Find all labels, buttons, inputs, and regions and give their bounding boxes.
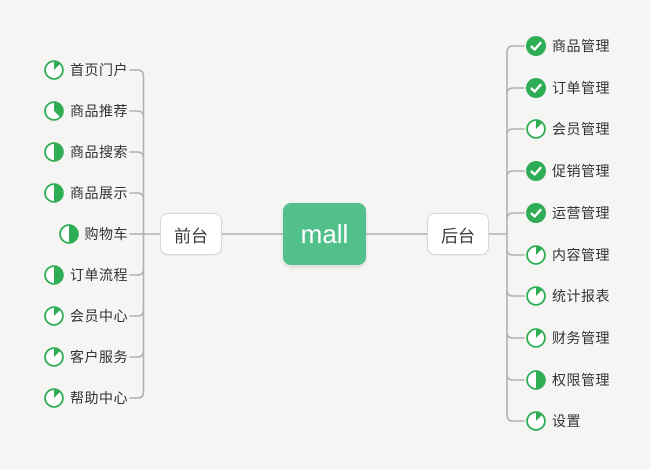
progress-pie-icon[interactable] — [526, 370, 546, 390]
topic-label: 财务管理 — [552, 330, 610, 346]
topic-row-left-1[interactable]: 商品推荐 — [44, 100, 128, 122]
topic-label: 内容管理 — [552, 247, 610, 263]
topic-row-left-5[interactable]: 订单流程 — [44, 264, 128, 286]
root-node-mall[interactable]: mall — [283, 203, 366, 265]
topic-label: 帮助中心 — [70, 390, 128, 406]
branch-node-frontend[interactable]: 前台 — [160, 213, 222, 255]
topic-label: 商品搜索 — [70, 144, 128, 160]
progress-pie-icon[interactable] — [44, 388, 64, 408]
branch-node-frontend-label: 前台 — [174, 226, 208, 246]
topic-label: 商品展示 — [70, 185, 128, 201]
topic-label: 统计报表 — [552, 288, 610, 304]
progress-pie-icon[interactable] — [526, 411, 546, 431]
topic-label: 运营管理 — [552, 205, 610, 221]
topic-row-right-3[interactable]: 促销管理 — [526, 160, 610, 182]
topic-row-left-0[interactable]: 首页门户 — [44, 59, 128, 81]
progress-pie-icon[interactable] — [44, 347, 64, 367]
topic-row-right-9[interactable]: 设置 — [526, 410, 581, 432]
topic-row-right-6[interactable]: 统计报表 — [526, 285, 610, 307]
topic-row-right-0[interactable]: 商品管理 — [526, 35, 610, 57]
topic-label: 购物车 — [84, 226, 128, 242]
topic-label: 订单流程 — [70, 267, 128, 283]
topic-label: 订单管理 — [552, 80, 610, 96]
topic-row-left-2[interactable]: 商品搜索 — [44, 141, 128, 163]
topic-row-right-7[interactable]: 财务管理 — [526, 327, 610, 349]
branch-node-backend-label: 后台 — [441, 226, 475, 246]
topic-row-left-3[interactable]: 商品展示 — [44, 182, 128, 204]
topic-label: 客户服务 — [70, 349, 128, 365]
topic-label: 会员中心 — [70, 308, 128, 324]
progress-pie-icon[interactable] — [44, 60, 64, 80]
topic-row-left-7[interactable]: 客户服务 — [44, 346, 128, 368]
topic-row-left-8[interactable]: 帮助中心 — [44, 387, 128, 409]
topic-label: 设置 — [552, 413, 581, 429]
check-icon[interactable] — [526, 36, 546, 56]
progress-pie-icon[interactable] — [44, 101, 64, 121]
topic-row-left-6[interactable]: 会员中心 — [44, 305, 128, 327]
progress-pie-icon[interactable] — [44, 142, 64, 162]
topic-row-right-4[interactable]: 运营管理 — [526, 202, 610, 224]
progress-pie-icon[interactable] — [44, 306, 64, 326]
check-icon[interactable] — [526, 78, 546, 98]
progress-pie-icon[interactable] — [526, 245, 546, 265]
topic-label: 商品推荐 — [70, 103, 128, 119]
topic-row-left-4[interactable]: 购物车 — [58, 223, 129, 245]
root-node-label: mall — [300, 218, 349, 249]
topic-label: 商品管理 — [552, 38, 610, 54]
progress-pie-icon[interactable] — [526, 119, 546, 139]
topic-row-right-1[interactable]: 订单管理 — [526, 77, 610, 99]
progress-pie-icon[interactable] — [44, 265, 64, 285]
progress-pie-icon[interactable] — [526, 286, 546, 306]
topic-row-right-5[interactable]: 内容管理 — [526, 244, 610, 266]
progress-pie-icon[interactable] — [58, 224, 79, 244]
topic-row-right-2[interactable]: 会员管理 — [526, 118, 610, 140]
topic-label: 会员管理 — [552, 121, 610, 137]
topic-label: 首页门户 — [70, 62, 128, 78]
topic-label: 权限管理 — [552, 372, 610, 388]
check-icon[interactable] — [526, 161, 546, 181]
progress-pie-icon[interactable] — [44, 183, 64, 203]
topic-label: 促销管理 — [552, 163, 610, 179]
check-icon[interactable] — [526, 203, 546, 223]
branch-node-backend[interactable]: 后台 — [427, 213, 489, 255]
topic-row-right-8[interactable]: 权限管理 — [526, 369, 610, 391]
progress-pie-icon[interactable] — [526, 328, 546, 348]
